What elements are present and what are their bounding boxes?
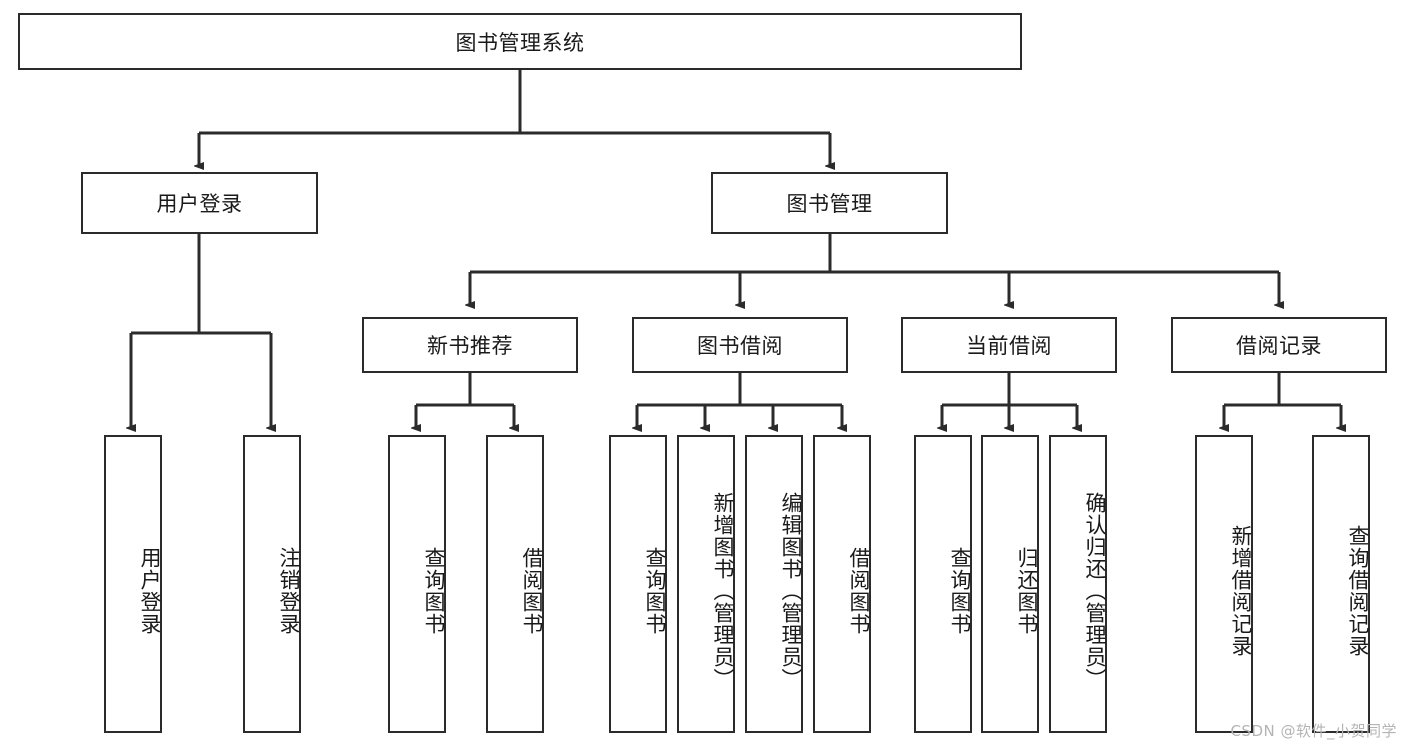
node-leaf-add-book[interactable]: 新增图书（管理员）	[677, 435, 735, 733]
node-leaf-query-book-1[interactable]: 查询图书	[388, 435, 446, 733]
node-book-manage[interactable]: 图书管理	[711, 172, 948, 234]
csdn-watermark: CSDN @软件_小贺同学	[1230, 722, 1397, 740]
node-leaf-user-logout[interactable]: 注销登录	[243, 435, 301, 733]
node-leaf-query-book-1-label: 查询图书	[422, 547, 446, 635]
node-leaf-borrow-book-1[interactable]: 借阅图书	[486, 435, 544, 733]
node-current-borrow[interactable]: 当前借阅	[901, 317, 1117, 373]
node-book-borrow[interactable]: 图书借阅	[632, 317, 848, 373]
node-leaf-edit-book[interactable]: 编辑图书（管理员）	[745, 435, 803, 733]
node-leaf-query-book-2[interactable]: 查询图书	[609, 435, 667, 733]
node-leaf-add-book-label: 新增图书（管理员）	[711, 492, 735, 690]
node-leaf-edit-book-label: 编辑图书（管理员）	[779, 492, 803, 690]
node-user-login-label: 用户登录	[156, 192, 243, 216]
node-leaf-query-record-label: 查询借阅记录	[1346, 525, 1370, 657]
node-user-login[interactable]: 用户登录	[81, 172, 318, 234]
node-root-label: 图书管理系统	[455, 30, 585, 55]
node-leaf-add-record[interactable]: 新增借阅记录	[1195, 435, 1253, 733]
node-root[interactable]: 图书管理系统	[18, 13, 1022, 70]
node-leaf-user-login-label: 用户登录	[138, 547, 162, 635]
node-borrow-record[interactable]: 借阅记录	[1171, 317, 1387, 373]
node-leaf-query-book-3-label: 查询图书	[948, 547, 972, 635]
node-leaf-user-login[interactable]: 用户登录	[104, 435, 162, 733]
node-current-borrow-label: 当前借阅	[966, 334, 1052, 358]
node-leaf-query-book-2-label: 查询图书	[643, 547, 667, 635]
node-book-manage-label: 图书管理	[786, 192, 873, 216]
node-leaf-borrow-book-2-label: 借阅图书	[847, 547, 871, 635]
node-book-borrow-label: 图书借阅	[697, 334, 783, 358]
node-leaf-query-record[interactable]: 查询借阅记录	[1312, 435, 1370, 733]
node-leaf-borrow-book-1-label: 借阅图书	[520, 547, 544, 635]
node-leaf-return-book[interactable]: 归还图书	[981, 435, 1039, 733]
node-leaf-return-book-label: 归还图书	[1015, 547, 1039, 635]
node-new-book-recommend-label: 新书推荐	[427, 334, 513, 358]
node-leaf-user-logout-label: 注销登录	[277, 547, 301, 635]
node-leaf-borrow-book-2[interactable]: 借阅图书	[813, 435, 871, 733]
node-leaf-query-book-3[interactable]: 查询图书	[914, 435, 972, 733]
node-leaf-add-record-label: 新增借阅记录	[1229, 525, 1253, 657]
node-leaf-confirm-return[interactable]: 确认归还（管理员）	[1049, 435, 1107, 733]
node-leaf-confirm-return-label: 确认归还（管理员）	[1083, 492, 1107, 690]
node-new-book-recommend[interactable]: 新书推荐	[362, 317, 578, 373]
node-borrow-record-label: 借阅记录	[1236, 334, 1322, 358]
